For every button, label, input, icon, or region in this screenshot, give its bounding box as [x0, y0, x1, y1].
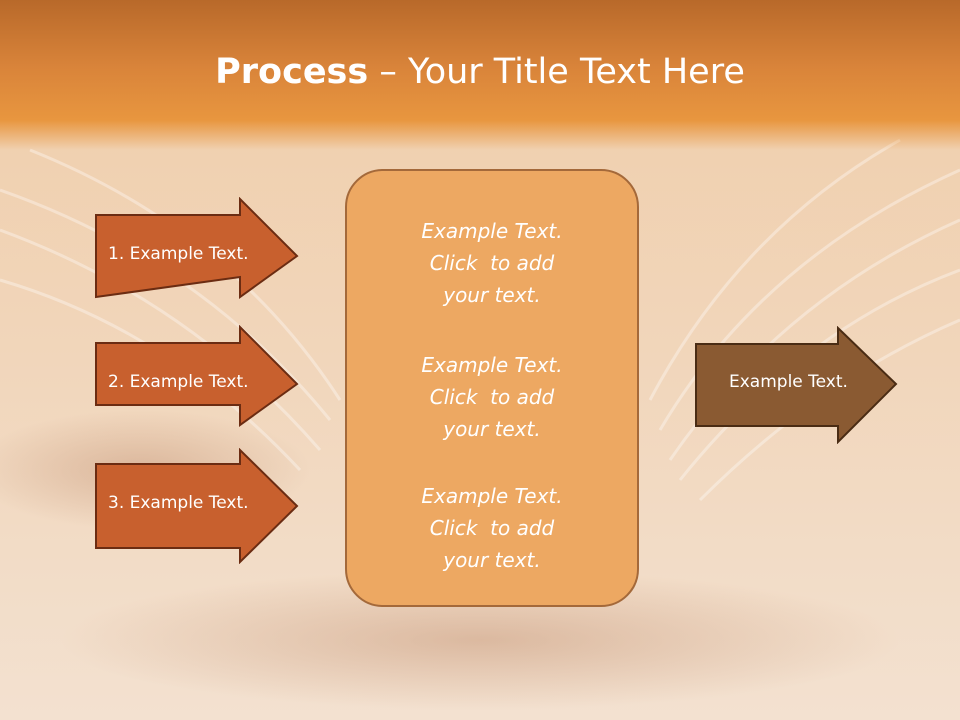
- center-block-1-line1: Example Text.: [421, 219, 563, 243]
- center-block-3-line3: your text.: [443, 548, 541, 572]
- arrow-shape: [95, 197, 299, 299]
- arrow-shape: [95, 448, 299, 564]
- center-block-3: Example Text. Click to add your text.: [347, 480, 637, 576]
- center-block-3-line2: Click to add: [429, 516, 555, 540]
- center-block-1-line2: Click to add: [429, 251, 555, 275]
- input-arrow-3[interactable]: [94, 448, 300, 564]
- center-block-2: Example Text. Click to add your text.: [347, 349, 637, 445]
- center-block-1: Example Text. Click to add your text.: [347, 215, 637, 311]
- output-arrow[interactable]: [694, 326, 900, 444]
- center-block-2-line2: Click to add: [429, 385, 555, 409]
- arrow-shape: [95, 325, 299, 427]
- input-arrow-3-label: 3. Example Text.: [108, 493, 249, 513]
- output-arrow-label: Example Text.: [729, 372, 848, 392]
- arrow-shape: [695, 326, 898, 444]
- center-block-3-line1: Example Text.: [421, 484, 563, 508]
- title-rest: – Your Title Text Here: [368, 52, 745, 92]
- center-block-1-line3: your text.: [443, 283, 541, 307]
- title-band: [0, 0, 960, 150]
- input-arrow-2-label: 2. Example Text.: [108, 372, 249, 392]
- slide-title[interactable]: Process – Your Title Text Here: [0, 52, 960, 92]
- center-text-box[interactable]: Example Text. Click to add your text. Ex…: [345, 169, 639, 607]
- title-bold: Process: [215, 52, 369, 92]
- input-arrow-1-label: 1. Example Text.: [108, 244, 249, 264]
- center-block-2-line3: your text.: [443, 417, 541, 441]
- input-arrow-2[interactable]: [94, 325, 300, 429]
- input-arrow-1[interactable]: [94, 197, 300, 301]
- center-block-2-line1: Example Text.: [421, 353, 563, 377]
